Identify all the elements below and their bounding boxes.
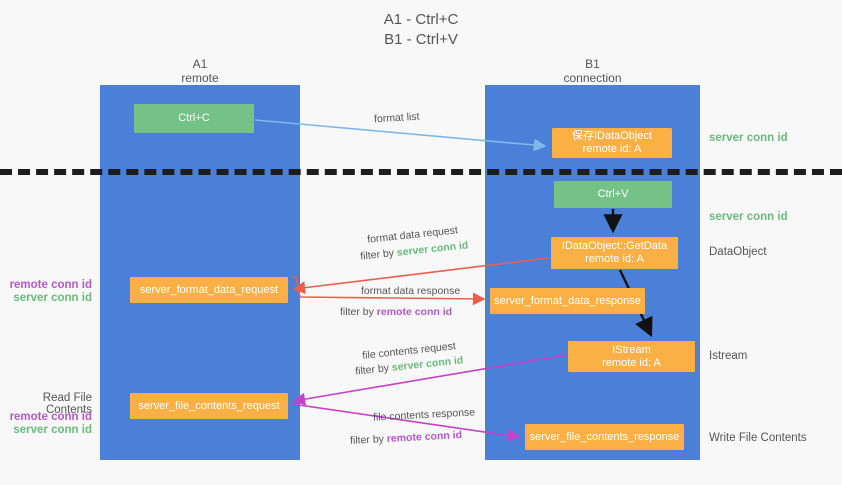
label-write-file-contents: Write File Contents	[709, 432, 807, 444]
filter-prefix: filter by	[359, 246, 398, 263]
box-idataobject-getdata-line1: IDataObject::GetData	[561, 240, 668, 252]
title-line-1: A1 - Ctrl+C	[383, 11, 459, 28]
box-server-file-contents-request-label: server_file_contents_request	[138, 399, 280, 412]
box-istream-line2: remote id: A	[602, 356, 661, 369]
box-ctrl-v[interactable]: Ctrl+V	[554, 181, 672, 208]
annotation-format-data-response: format data response	[361, 285, 461, 297]
annotation-format-data-response-filter: filter by remote conn id	[340, 306, 452, 318]
box-ctrl-c-label: Ctrl+C	[178, 112, 210, 124]
filter-prefix: filter by	[349, 433, 388, 447]
filter-prefix: filter by	[354, 361, 393, 378]
box-istream[interactable]: IStream remote id: A	[568, 341, 695, 372]
box-save-idataobject-line1: 保存IDataObject	[571, 130, 653, 142]
box-idataobject-getdata[interactable]: IDataObject::GetData remote id: A	[551, 237, 678, 269]
title-line-2: B1 - Ctrl+V	[384, 31, 458, 48]
box-server-format-data-request[interactable]: server_format_data_request	[130, 277, 288, 303]
box-server-format-data-request-label: server_format_data_request	[139, 283, 279, 296]
label-dataobject: DataObject	[709, 246, 767, 258]
annotation-file-contents-response-filter: filter by remote conn id	[350, 429, 463, 447]
box-istream-line1: IStream	[612, 343, 651, 356]
box-server-file-contents-request[interactable]: server_file_contents_request	[130, 393, 288, 419]
filter-value-remote-conn-id: remote conn id	[376, 306, 453, 318]
box-server-format-data-response[interactable]: server_format_data_response	[490, 288, 645, 314]
label-conn-ids-format: remote conn id server conn id	[8, 279, 92, 305]
filter-value-server-conn-id: server conn id	[396, 239, 469, 259]
column-a1-subtitle: remote	[181, 71, 219, 85]
label-remote-conn-id-2: remote conn id	[9, 411, 92, 423]
box-server-format-data-response-label: server_format_data_response	[494, 294, 641, 307]
filter-value-remote-conn-id: remote conn id	[386, 429, 463, 445]
box-save-idataobject-line2: remote id: A	[582, 143, 642, 155]
label-server-conn-id-top: server conn id	[709, 132, 788, 144]
filter-prefix: filter by	[340, 306, 377, 318]
box-idataobject-getdata-line2: remote id: A	[585, 253, 644, 265]
label-server-conn-id-1: server conn id	[13, 292, 92, 304]
column-b1-title: B1	[585, 57, 600, 71]
box-save-idataobject[interactable]: 保存IDataObject remote id: A	[552, 128, 672, 158]
label-server-conn-id-mid: server conn id	[709, 211, 788, 223]
column-header-b1: B1 connection	[485, 57, 700, 85]
box-server-file-contents-response[interactable]: server_file_contents_response	[525, 424, 684, 450]
label-read-file-contents: Read File Contents	[42, 392, 92, 416]
column-b1-subtitle: connection	[563, 71, 622, 85]
label-server-conn-id-2: server conn id	[13, 424, 92, 436]
page-title: A1 - Ctrl+C B1 - Ctrl+V	[0, 10, 842, 50]
column-a1-title: A1	[192, 57, 208, 71]
phase-divider	[0, 169, 842, 175]
box-server-file-contents-response-label: server_file_contents_response	[529, 430, 680, 443]
box-ctrl-v-label: Ctrl+V	[597, 188, 629, 200]
label-remote-conn-id-1: remote conn id	[9, 279, 92, 291]
annotation-format-list: format list	[373, 110, 420, 126]
label-conn-ids-file: remote conn id server conn id	[8, 411, 92, 437]
column-header-a1: A1 remote	[100, 57, 300, 85]
label-istream: Istream	[709, 350, 748, 362]
box-ctrl-c[interactable]: Ctrl+C	[134, 104, 254, 133]
annotation-file-contents-response: file contents response	[372, 406, 476, 424]
